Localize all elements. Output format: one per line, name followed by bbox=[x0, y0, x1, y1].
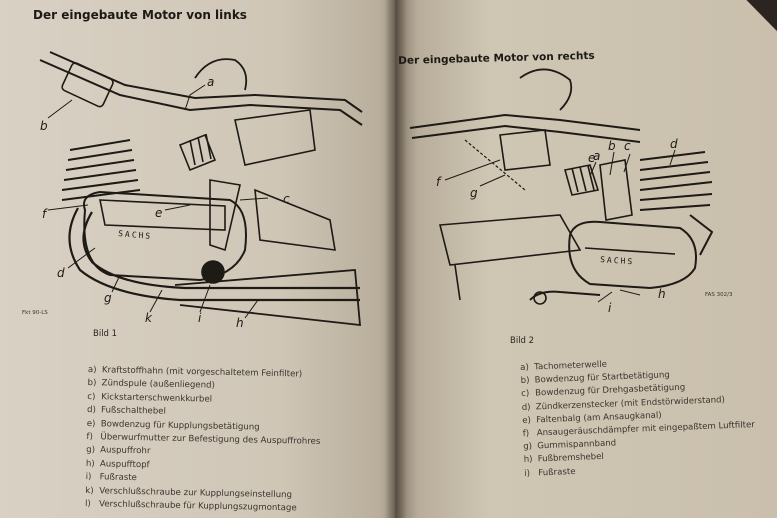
left-callout-e: e bbox=[155, 206, 162, 220]
left-legend: a)Kraftstoffhahn (mit vorgeschaltetem Fe… bbox=[85, 364, 322, 516]
right-callout-h: h bbox=[658, 287, 666, 301]
left-callout-c: c bbox=[283, 192, 290, 206]
right-callout-e: e bbox=[588, 151, 595, 165]
left-callout-i: i bbox=[198, 311, 202, 325]
left-callout-a: a bbox=[207, 75, 214, 89]
left-callout-h: h bbox=[236, 316, 244, 330]
left-callout-d: d bbox=[57, 266, 65, 280]
left-page bbox=[0, 0, 400, 518]
engine-left-diagram bbox=[39, 51, 363, 327]
right-figure-code: FAS 302/3 bbox=[705, 292, 733, 298]
right-callout-a: a bbox=[593, 149, 600, 163]
right-callout-i: i bbox=[608, 301, 612, 315]
right-brand-sachs: SACHS bbox=[600, 255, 635, 266]
left-callout-k: k bbox=[145, 311, 153, 325]
left-callout-g: g bbox=[104, 291, 112, 305]
left-page-title: Der eingebaute Motor von links bbox=[33, 8, 247, 22]
right-callout-b: b bbox=[608, 139, 616, 153]
left-figure-code: Fkt 90-LS bbox=[22, 310, 48, 316]
left-figure-caption: Bild 1 bbox=[93, 329, 118, 339]
engine-right-diagram bbox=[409, 68, 714, 305]
right-callout-d: d bbox=[670, 137, 678, 151]
right-figure-caption: Bild 2 bbox=[510, 336, 535, 346]
right-callout-f: f bbox=[436, 175, 442, 189]
left-callout-f: f bbox=[42, 207, 48, 221]
left-brand-sachs: SACHS bbox=[118, 229, 153, 241]
right-page bbox=[395, 0, 777, 518]
right-legend: a)Tachometerwelle b)Bowdenzug für Startb… bbox=[520, 353, 757, 481]
left-callout-b: b bbox=[40, 119, 48, 133]
right-callout-c: c bbox=[624, 139, 631, 153]
book-gutter bbox=[385, 0, 407, 518]
right-callout-g: g bbox=[470, 186, 478, 200]
